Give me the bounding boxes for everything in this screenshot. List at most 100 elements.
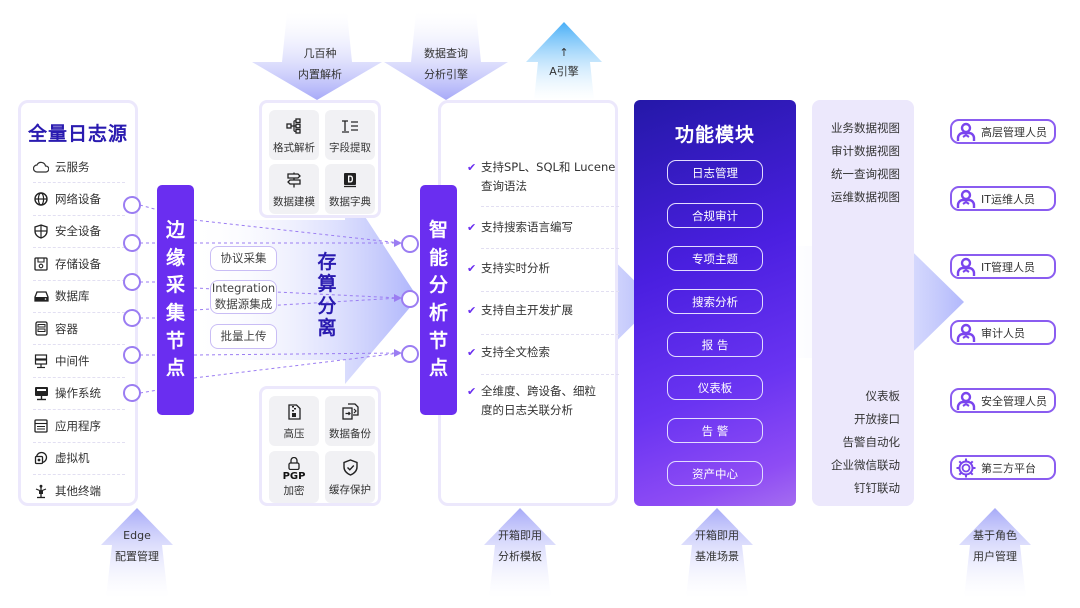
module-button-dashboard[interactable]: 仪表板 (667, 375, 763, 400)
source-connector-node (123, 273, 141, 291)
source-item-vm[interactable]: 虚拟机 (33, 443, 125, 475)
output-item[interactable]: 仪表板 (865, 389, 901, 403)
user-icon (955, 121, 977, 143)
tile-data-modeling[interactable]: 数据建模 (269, 164, 319, 214)
source-item-network[interactable]: 网络设备 (33, 183, 125, 216)
source-connector-node (123, 309, 141, 327)
feature-text: 支持实时分析 (481, 261, 550, 275)
role-label: 第三方平台 (981, 461, 1036, 475)
feature-text: 全维度、跨设备、细粒度的日志关联分析 (481, 384, 596, 417)
source-item-terminal[interactable]: 其他终端 (33, 475, 125, 507)
module-button-reports[interactable]: 报 告 (667, 332, 763, 357)
batch-upload-pill: 批量上传 (210, 324, 277, 349)
tree-structure-icon (286, 116, 302, 136)
tile-format-parsing[interactable]: 格式解析 (269, 110, 319, 160)
database-icon (33, 288, 49, 304)
source-item-os[interactable]: 操作系统 (33, 378, 125, 411)
source-label: 安全设备 (55, 224, 101, 239)
view-item[interactable]: 运维数据视图 (831, 190, 900, 204)
role-it-operations[interactable]: IT运维人员 (950, 186, 1056, 211)
tile-data-backup[interactable]: 数据备份 (325, 396, 375, 446)
module-button-asset-center[interactable]: 资产中心 (667, 461, 763, 486)
tile-pgp-encryption[interactable]: PGP 加密 (269, 451, 319, 503)
tile-high-compression[interactable]: 高压 (269, 396, 319, 446)
output-item[interactable]: 企业微信联动 (831, 458, 900, 472)
edge-collection-node[interactable]: 边 缘 采 集 节 点 (157, 185, 194, 415)
source-label: 应用程序 (55, 418, 101, 433)
check-icon: ✔ (467, 304, 477, 317)
view-item[interactable]: 统一查询视图 (831, 167, 900, 181)
output-item[interactable]: 开放接口 (854, 412, 900, 426)
source-item-cloud[interactable]: 云服务 (33, 151, 125, 184)
signpost-icon (286, 170, 302, 190)
feature-divider (481, 248, 619, 249)
source-label: 中间件 (55, 354, 90, 369)
tile-data-dictionary[interactable]: 数据字典 (325, 164, 375, 214)
parsing-label-line1: 几百种 (303, 47, 337, 60)
module-button-log-management[interactable]: 日志管理 (667, 160, 763, 185)
globe-icon (33, 191, 49, 207)
analysis-connector-node (401, 290, 419, 308)
role-security-management[interactable]: 安全管理人员 (950, 388, 1056, 413)
log-sources-title: 全量日志源 (27, 123, 128, 145)
role-third-party-platform[interactable]: 第三方平台 (950, 455, 1056, 480)
source-connector-node (123, 384, 141, 402)
separation-text: 存算分离 (317, 251, 337, 339)
integration-pill: Integration 数据源集成 (210, 280, 277, 314)
analysis-node-char: 析 (428, 302, 448, 324)
middleware-icon (33, 353, 49, 369)
source-item-database[interactable]: 数据库 (33, 281, 125, 313)
source-label: 数据库 (55, 289, 90, 304)
source-item-container[interactable]: 容器 (33, 313, 125, 346)
dictionary-icon (343, 170, 357, 190)
analysis-node-char: 节 (428, 329, 448, 352)
output-item[interactable]: 告警自动化 (842, 435, 901, 449)
view-item[interactable]: 业务数据视图 (831, 121, 900, 135)
shield-icon (33, 223, 49, 239)
source-item-security[interactable]: 安全设备 (33, 216, 125, 249)
smart-analysis-node[interactable]: 智 能 分 析 节 点 (420, 185, 457, 415)
pill-label-line2: 数据源集成 (214, 297, 273, 311)
arrow-label-line1: Edge (123, 529, 151, 542)
source-item-application[interactable]: 应用程序 (33, 410, 125, 443)
arrow-label-line1: 基于角色 (973, 529, 1017, 542)
source-item-storage[interactable]: 存储设备 (33, 248, 125, 281)
tile-field-extraction[interactable]: 字段提取 (325, 110, 375, 160)
application-icon (33, 418, 49, 434)
module-button-search-analysis[interactable]: 搜索分析 (667, 289, 763, 314)
edge-node-char: 集 (165, 302, 185, 324)
role-auditor[interactable]: 审计人员 (950, 320, 1056, 345)
role-senior-management[interactable]: 高层管理人员 (950, 119, 1056, 144)
module-button-compliance-audit[interactable]: 合规审计 (667, 203, 763, 228)
role-label: 安全管理人员 (981, 394, 1047, 408)
pgp-label: PGP (282, 470, 306, 482)
user-icon (955, 188, 977, 210)
check-icon: ✔ (467, 221, 477, 234)
analysis-template-label: 开箱即用 分析模板 (487, 526, 553, 568)
log-sources-list: 云服务 网络设备 安全设备 存储设备 数据库 容器 中间件 操作系统 (33, 151, 125, 507)
role-label: IT管理人员 (981, 260, 1035, 274)
output-item[interactable]: 钉钉联动 (854, 481, 900, 495)
role-it-management[interactable]: IT管理人员 (950, 254, 1056, 279)
check-icon: ✔ (467, 262, 477, 275)
analysis-connector-node (401, 235, 419, 253)
role-label: IT运维人员 (981, 192, 1035, 206)
source-label: 容器 (55, 321, 78, 336)
view-item[interactable]: 审计数据视图 (831, 144, 900, 158)
module-button-special-topics[interactable]: 专项主题 (667, 246, 763, 271)
tile-label: 缓存保护 (329, 483, 371, 496)
analysis-node-char: 分 (428, 274, 448, 297)
module-button-alerts[interactable]: 告 警 (667, 418, 763, 443)
source-connector-node (123, 346, 141, 364)
tile-cache-protection[interactable]: 缓存保护 (325, 451, 375, 503)
edge-config-label: Edge 配置管理 (104, 526, 170, 568)
edge-node-char: 缘 (165, 246, 185, 269)
source-item-middleware[interactable]: 中间件 (33, 345, 125, 378)
compressed-file-icon (287, 402, 301, 422)
tile-label: 格式解析 (273, 141, 315, 154)
check-icon: ✔ (467, 346, 477, 359)
log-sources-panel: 全量日志源 云服务 网络设备 安全设备 存储设备 数据库 容器 中间件 (18, 100, 138, 506)
query-engine-arrow-label: 数据查询 分析引擎 (416, 44, 476, 86)
role-management-label: 基于角色 用户管理 (962, 526, 1028, 568)
terminal-icon (33, 483, 49, 499)
